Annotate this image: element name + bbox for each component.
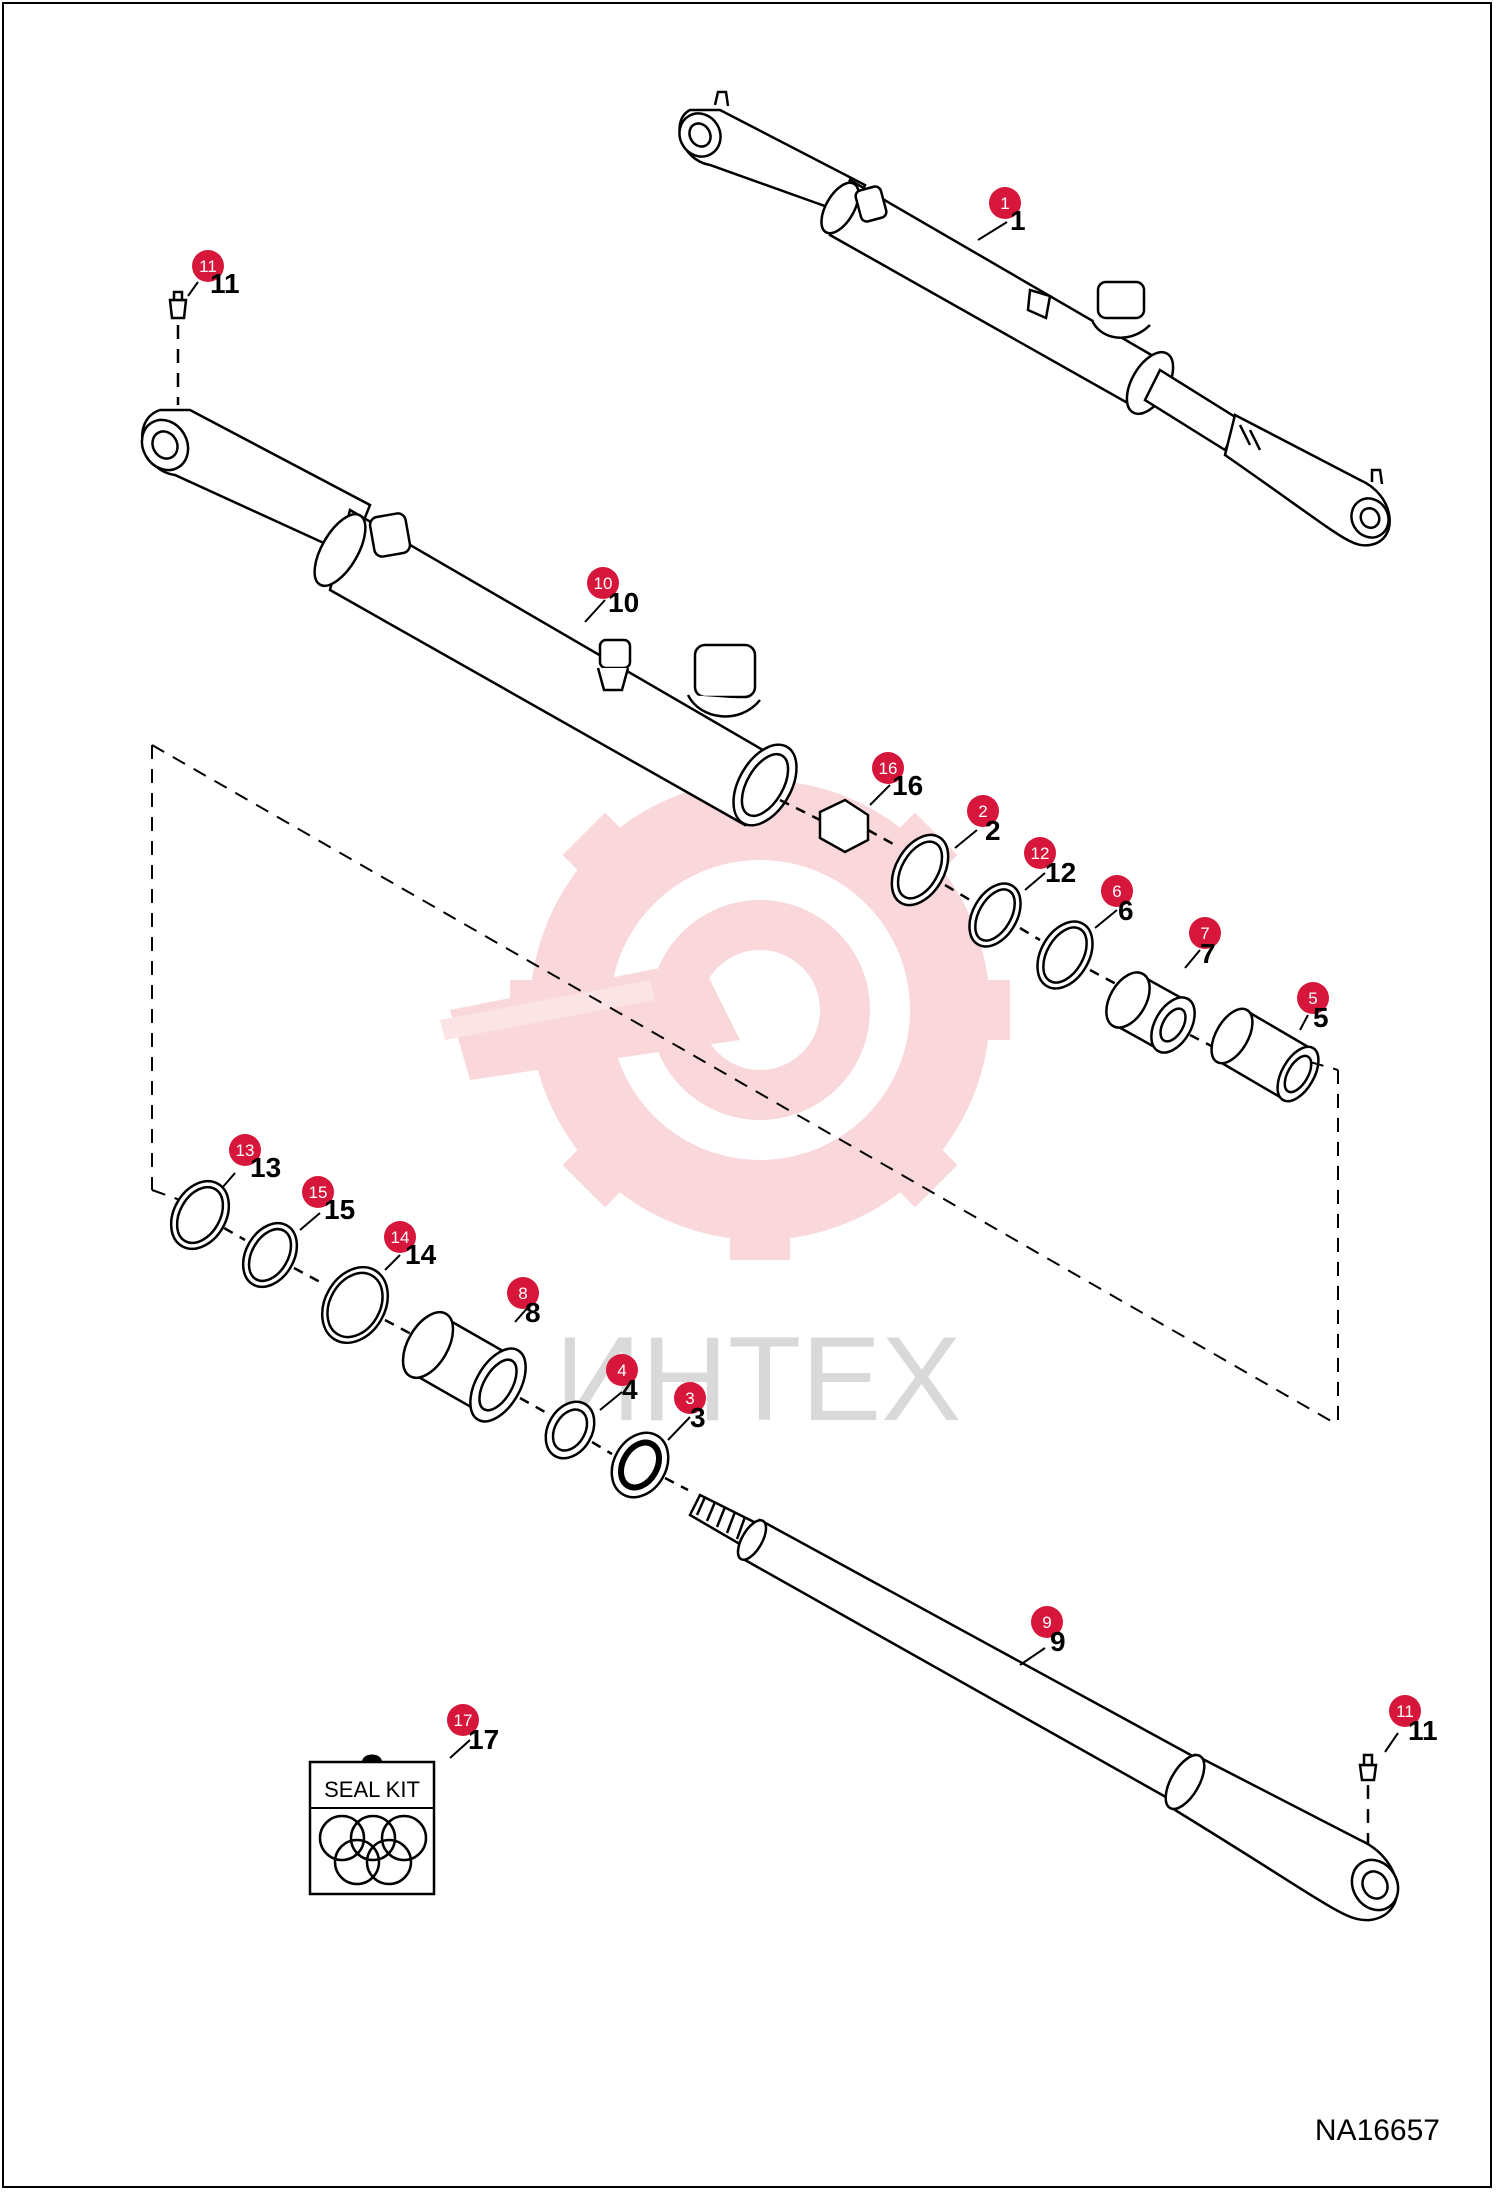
callout-badge-number: 17 <box>454 1711 473 1730</box>
callout-part-number: 12 <box>1045 857 1076 888</box>
watermark-logo <box>440 760 1010 1260</box>
callout-part-number: 2 <box>985 815 1001 846</box>
assembly-bracket <box>151 744 1339 1426</box>
callout-part-number: 8 <box>525 1297 541 1328</box>
callout-badge-number: 4 <box>617 1361 626 1380</box>
callout-2[interactable]: 2 2 <box>967 795 1001 846</box>
piston-rod <box>688 1493 1400 1922</box>
callout-part-number: 6 <box>1118 895 1134 926</box>
callout-16[interactable]: 16 16 <box>872 752 923 801</box>
callout-badge-number: 5 <box>1308 989 1317 1008</box>
callout-badge-number: 11 <box>1396 1702 1414 1721</box>
callout-part-number: 3 <box>690 1402 706 1433</box>
callout-5[interactable]: 5 5 <box>1297 982 1329 1033</box>
callout-part-number: 13 <box>250 1152 281 1183</box>
callout-part-number: 14 <box>405 1239 437 1270</box>
seal-kit: SEAL KIT <box>308 1754 436 1896</box>
callout-6[interactable]: 6 6 <box>1101 875 1134 926</box>
callout-badge-number: 3 <box>685 1389 694 1408</box>
callout-part-number: 15 <box>324 1194 355 1225</box>
callout-part-number: 17 <box>468 1724 499 1755</box>
callout-part-number: 10 <box>608 587 639 618</box>
callout-badge-number: 2 <box>978 802 987 821</box>
callout-badge-number: 12 <box>1031 844 1050 863</box>
callout-part-number: 16 <box>892 770 923 801</box>
callout-4[interactable]: 4 4 <box>606 1354 638 1405</box>
callout-badge-number: 15 <box>309 1183 328 1202</box>
callout-badge-number: 14 <box>391 1228 410 1247</box>
cylinder-barrel <box>140 290 798 827</box>
callout-badge-number: 9 <box>1042 1613 1051 1632</box>
callout-badge-number: 6 <box>1112 882 1121 901</box>
callout-part-number: 1 <box>1010 205 1026 236</box>
callout-7[interactable]: 7 7 <box>1189 917 1221 969</box>
callout-badge-number: 11 <box>199 257 217 276</box>
callout-part-number: 4 <box>622 1374 638 1405</box>
gland-parts <box>169 1179 689 1499</box>
callouts: 1 1 11 11 10 10 16 16 2 2 <box>192 187 1438 1755</box>
callout-11-top[interactable]: 11 11 <box>192 250 240 299</box>
seal-kit-label: SEAL KIT <box>324 1777 420 1802</box>
callout-part-number: 11 <box>1408 1715 1438 1746</box>
callout-15[interactable]: 15 15 <box>302 1176 355 1225</box>
callout-part-number: 5 <box>1313 1002 1329 1033</box>
callout-12[interactable]: 12 12 <box>1024 837 1076 888</box>
callout-17[interactable]: 17 17 <box>447 1704 499 1755</box>
leader-lines <box>187 221 1399 1759</box>
callout-badge-number: 16 <box>879 759 898 778</box>
callout-9[interactable]: 9 9 <box>1031 1606 1066 1657</box>
callout-1[interactable]: 1 1 <box>989 187 1026 236</box>
assembled-cylinder <box>678 90 1391 547</box>
callout-8[interactable]: 8 8 <box>507 1277 541 1328</box>
callout-3[interactable]: 3 3 <box>674 1382 706 1433</box>
callout-14[interactable]: 14 14 <box>384 1221 437 1270</box>
callout-part-number: 9 <box>1050 1626 1066 1657</box>
callout-13[interactable]: 13 13 <box>229 1134 281 1183</box>
callout-part-number: 11 <box>210 268 240 299</box>
piston-parts <box>779 798 1320 1103</box>
callout-10[interactable]: 10 10 <box>587 567 639 618</box>
callout-part-number: 7 <box>1200 938 1216 969</box>
document-code: NA16657 <box>1315 2114 1440 2147</box>
callout-badge-number: 8 <box>518 1284 527 1303</box>
callout-badge-number: 1 <box>1000 194 1009 213</box>
callout-badge-number: 13 <box>236 1141 255 1160</box>
callout-11-bottom[interactable]: 11 11 <box>1389 1695 1438 1746</box>
callout-badge-number: 10 <box>594 574 613 593</box>
callout-badge-number: 7 <box>1200 924 1209 943</box>
